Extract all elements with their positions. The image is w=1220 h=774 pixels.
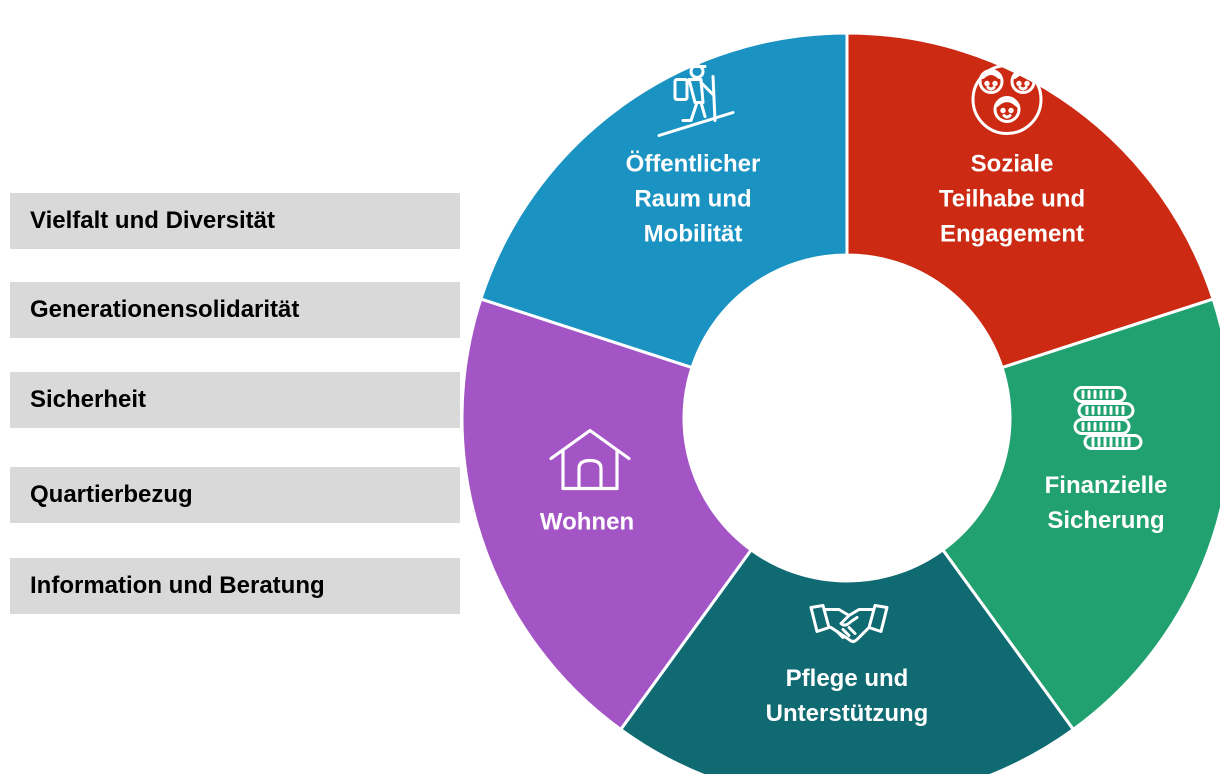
people-group-icon: [969, 62, 1045, 143]
segment-label-line: Sicherung: [1047, 507, 1165, 534]
segment-label-line: Soziale: [970, 150, 1054, 178]
wheel-segment-soziale-teilhabe: [845, 31, 1216, 370]
coins-icon: [1071, 384, 1145, 457]
wheel-segment-wohnen: [460, 297, 754, 732]
side-item-label: Information und Beratung: [30, 572, 325, 599]
segment-label-line: Teilhabe und: [938, 185, 1086, 213]
side-item-vielfalt: Vielfalt und Diversität: [10, 193, 460, 249]
wheel-segment-pflege: [618, 547, 1076, 774]
segment-label-line: Finanzielle: [1044, 472, 1168, 499]
wheel-segment-oeffentlicher-raum: [478, 31, 849, 370]
segment-label-finanzielle-sicherung: Finanzielle Sicherung: [1045, 468, 1168, 538]
house-icon: [549, 428, 631, 496]
hiker-icon: [657, 63, 737, 144]
segment-label-line: Engagement: [939, 220, 1085, 248]
side-item-quartierbezug: Quartierbezug: [10, 467, 460, 523]
segment-label-line: Raum und: [634, 185, 752, 213]
side-item-information: Information und Beratung: [10, 558, 460, 614]
segment-label-oeffentlicher-raum: Öffentlicher Raum und Mobilität: [626, 147, 761, 252]
side-item-label: Vielfalt und Diversität: [30, 207, 275, 234]
segment-label-soziale-teilhabe: Soziale Teilhabe und Engagement: [939, 147, 1085, 252]
segment-label-line: Mobilität: [643, 220, 743, 248]
side-item-label: Sicherheit: [30, 386, 147, 413]
segment-label-line: Wohnen: [539, 508, 635, 536]
segment-label-line: Unterstützung: [765, 700, 929, 727]
segment-label-pflege: Pflege und Unterstützung: [766, 661, 929, 731]
segment-label-wohnen: Wohnen: [540, 505, 634, 540]
segment-label-line: Öffentlicher: [625, 150, 761, 178]
side-item-label: Quartierbezug: [30, 481, 193, 508]
wheel-segment-finanzielle-sicherung: [940, 297, 1220, 732]
side-item-label: Generationensolidarität: [30, 296, 300, 323]
segment-label-line: Pflege und: [785, 665, 909, 692]
side-item-sicherheit: Sicherheit: [10, 372, 460, 428]
side-item-generationensolidaritaet: Generationensolidarität: [10, 282, 460, 338]
handshake-icon: [809, 602, 889, 655]
